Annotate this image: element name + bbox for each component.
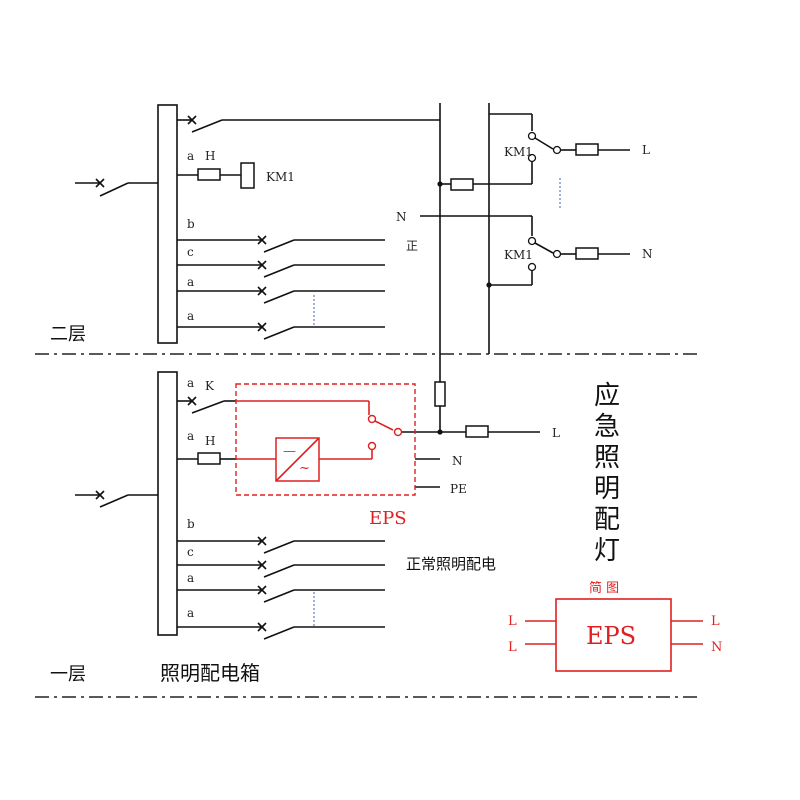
label-l-out: L: [711, 614, 720, 629]
fuse-l-floor1: [465, 425, 489, 438]
label-a-floor1-4: a: [187, 606, 194, 620]
incoming-breaker-cross: [95, 178, 105, 188]
label-h-floor1: H: [205, 434, 215, 448]
eps-dashed-boundary: [235, 383, 416, 496]
label-pe-floor1: PE: [450, 482, 467, 496]
label-l-in-1: L: [508, 614, 517, 629]
second-floor-panel: a H KM1 b c a a 正 二层 N: [50, 103, 653, 382]
label-floor2: 二层: [50, 324, 86, 345]
label-l-floor2: L: [642, 143, 650, 157]
label-l-in-2: L: [508, 640, 517, 655]
label-floor1: 一层: [50, 664, 86, 685]
fuse-km1-floor2: [450, 178, 474, 191]
busbar-floor2: [157, 104, 178, 344]
label-k-floor1: K: [205, 379, 215, 393]
emergency-lighting-label: 应 急 照 明 配 灯: [594, 381, 628, 566]
eps-simple-box: [555, 598, 672, 672]
label-a-floor1-3: a: [187, 571, 194, 585]
label-a-floor2-3: a: [187, 309, 194, 323]
dc-symbol: —: [283, 444, 296, 459]
eps-unit: — ~ EPS: [235, 383, 416, 529]
label-km1-coil: KM1: [266, 170, 295, 184]
first-floor-panel: a K a H b c a a: [50, 371, 560, 685]
label-h-floor2: H: [205, 149, 215, 163]
label-eps-box: EPS: [586, 622, 636, 650]
fuse-vertical-floor1: [434, 381, 446, 407]
fuse-n-floor2: [575, 247, 599, 260]
label-km1-lower: KM1: [504, 248, 533, 262]
label-n-floor1: N: [452, 454, 463, 468]
fuse-h-floor2: [197, 168, 221, 181]
label-a-floor1-2: a: [187, 429, 194, 443]
ac-symbol: ~: [299, 461, 310, 476]
label-simple-diagram: 简 图: [589, 580, 619, 596]
label-n-out-floor2: N: [642, 247, 653, 261]
label-normal-full: 正常照明配电: [406, 555, 496, 573]
label-n-floor2: N: [396, 210, 407, 224]
km1-coil: [240, 162, 255, 189]
label-b-floor1: b: [187, 517, 195, 531]
label-a-floor1-1: a: [187, 376, 194, 390]
label-b-floor2: b: [187, 217, 195, 231]
label-normal-short: 正: [406, 239, 418, 253]
label-emergency: 应 急 照 明 配 灯: [594, 381, 628, 566]
busbar-floor1: [157, 371, 178, 636]
label-eps: EPS: [369, 508, 407, 529]
fuse-h-floor1: [197, 452, 221, 465]
eps-simple-diagram: 简 图 EPS L L L N: [508, 580, 722, 672]
fuse-l-floor2: [575, 143, 599, 156]
label-a-floor2-2: a: [187, 275, 194, 289]
label-c-floor1: c: [187, 545, 194, 559]
label-km1-upper: KM1: [504, 145, 533, 159]
label-panel: 照明配电箱: [160, 661, 260, 685]
label-a-floor2-1: a: [187, 149, 194, 163]
label-n-out: N: [711, 640, 722, 655]
label-c-floor2: c: [187, 245, 194, 259]
label-l-floor1: L: [552, 426, 560, 440]
